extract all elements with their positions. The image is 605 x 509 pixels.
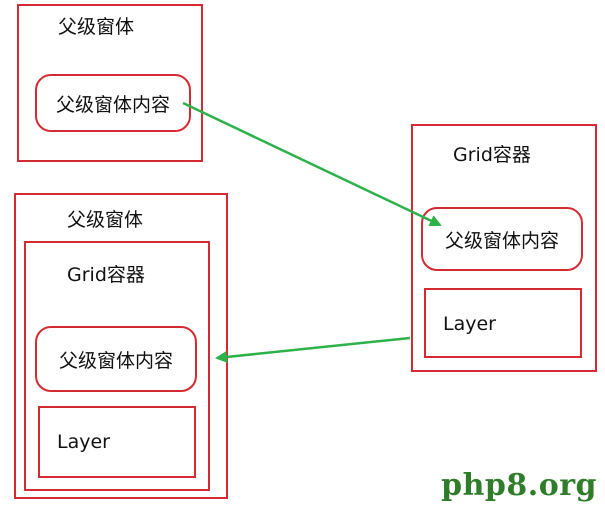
parent-content-top-label: 父级窗体内容 bbox=[55, 93, 170, 116]
parent-window-top-title: 父级窗体 bbox=[58, 16, 135, 38]
parent-content-bottom-label: 父级窗体内容 bbox=[58, 349, 173, 372]
layer-bottom bbox=[38, 406, 196, 478]
parent-content-right-label: 父级窗体内容 bbox=[444, 229, 559, 252]
layer-right bbox=[424, 288, 582, 358]
parent-window-top bbox=[17, 4, 203, 162]
watermark: php8.org bbox=[441, 468, 597, 503]
grid-container-bottom bbox=[24, 241, 210, 491]
grid-container-bottom-title: Grid容器 bbox=[67, 264, 145, 286]
grid-container-right-title: Grid容器 bbox=[453, 144, 531, 166]
parent-window-bottom-title: 父级窗体 bbox=[67, 209, 144, 231]
parent-content-top: 父级窗体内容 bbox=[35, 74, 191, 132]
grid-container-right bbox=[411, 124, 597, 372]
parent-content-right: 父级窗体内容 bbox=[421, 207, 583, 271]
layer-bottom-label: Layer bbox=[57, 431, 110, 453]
layer-right-label: Layer bbox=[443, 313, 496, 335]
parent-content-bottom: 父级窗体内容 bbox=[35, 326, 197, 392]
arrow-back-to-parent-icon bbox=[215, 336, 411, 363]
